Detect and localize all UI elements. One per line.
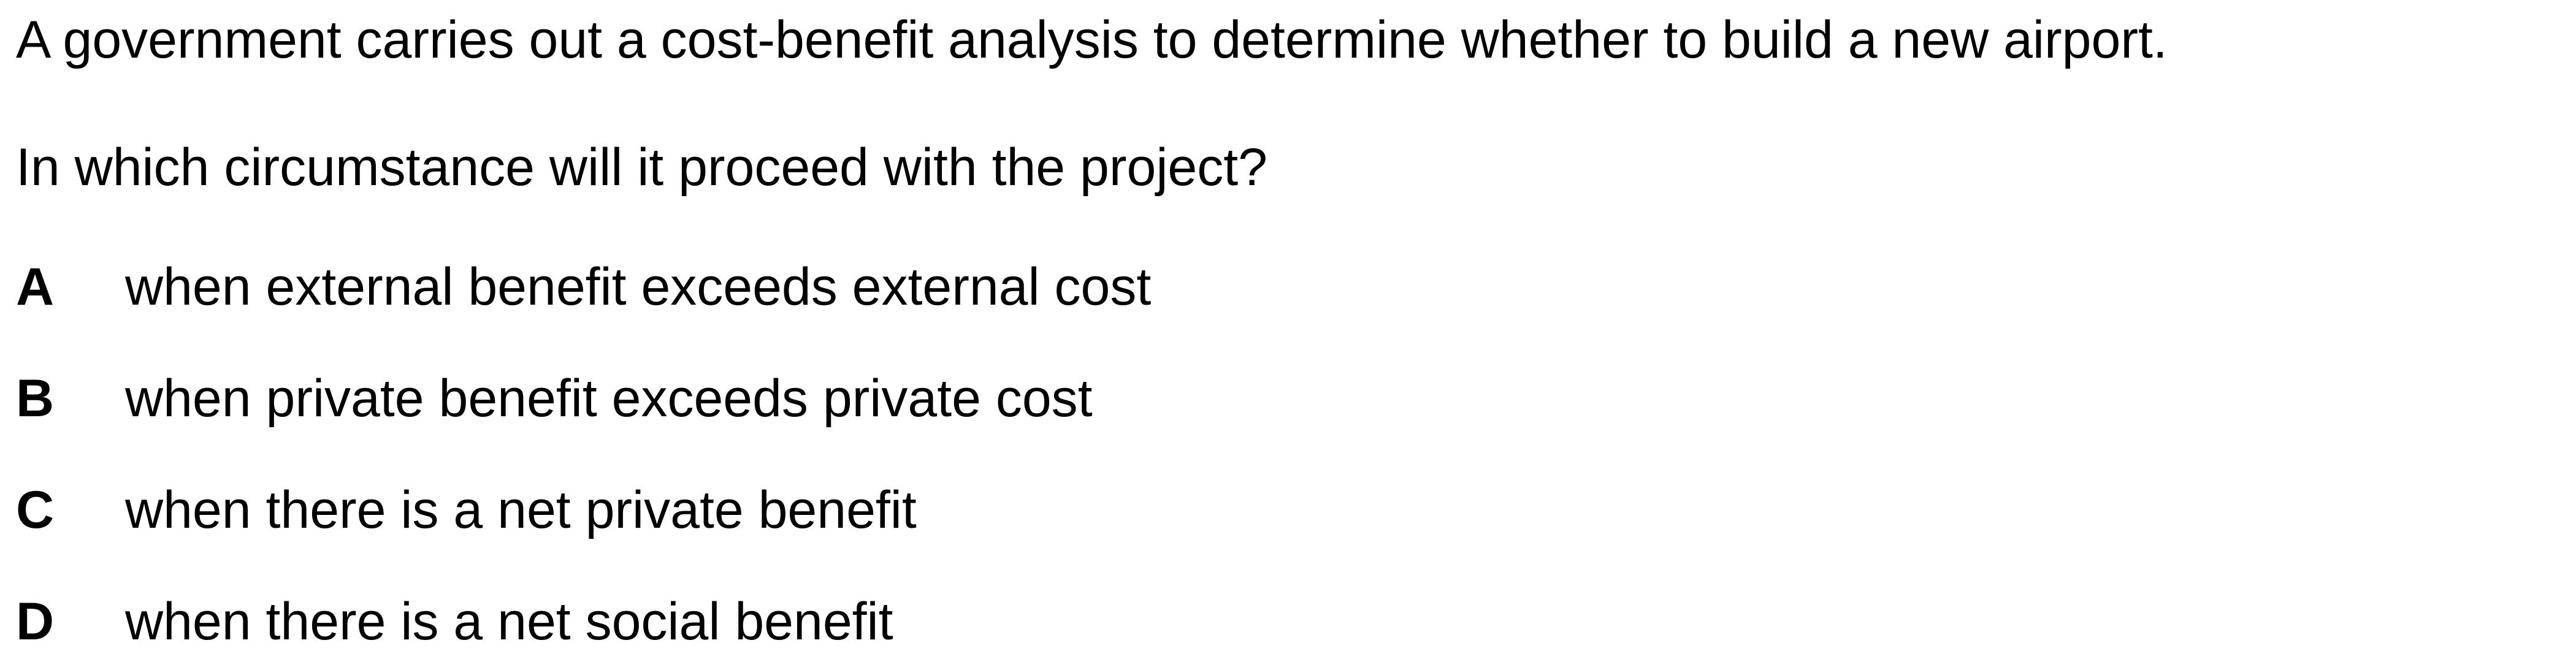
option-c[interactable]: C when there is a net private benefit	[16, 484, 1488, 545]
option-b[interactable]: B when private benefit exceeds private c…	[16, 372, 1488, 433]
option-letter: D	[16, 592, 55, 651]
question-prompt: In which circumstance will it proceed wi…	[16, 138, 1267, 197]
option-text: when there is a net private benefit	[125, 481, 917, 539]
option-d[interactable]: D when there is a net social benefit	[16, 595, 1488, 657]
option-letter: C	[16, 481, 55, 539]
question-stem: A government carries out a cost-benefit …	[16, 10, 2168, 69]
option-letter: A	[16, 257, 55, 316]
option-text: when external benefit exceeds external c…	[125, 257, 1152, 316]
option-letter: B	[16, 369, 55, 428]
option-a[interactable]: A when external benefit exceeds external…	[16, 261, 1488, 322]
option-text: when there is a net social benefit	[125, 592, 893, 651]
option-text: when private benefit exceeds private cos…	[125, 369, 1093, 428]
